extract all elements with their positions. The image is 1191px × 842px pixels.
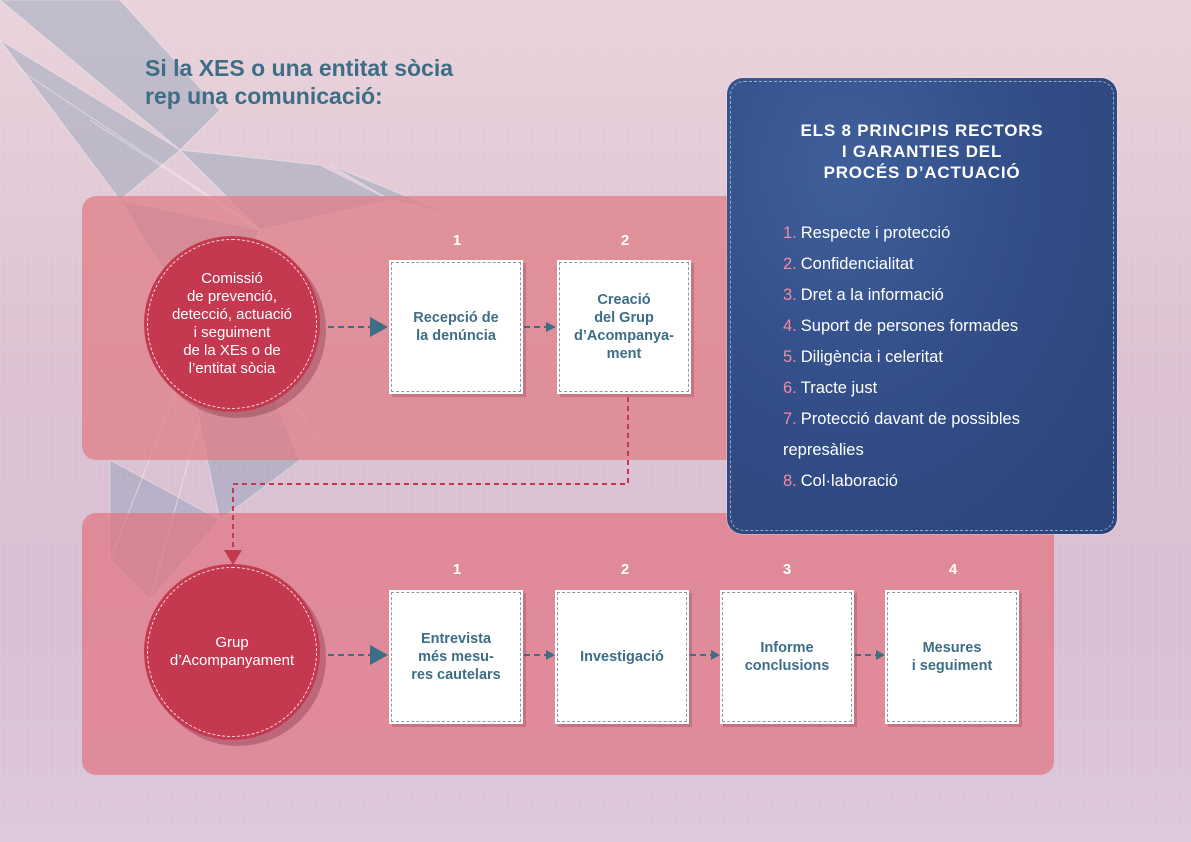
top-step-1-box: Recepció de la denúncia: [389, 260, 523, 394]
heading-line-1: Si la XES o una entitat sòcia: [145, 55, 454, 81]
top-step-2-box: Creació del Grup d’Acompanya- ment: [557, 260, 691, 394]
principles-title: ELS 8 PRINCIPIS RECTORS I GARANTIES DEL …: [727, 120, 1117, 183]
principle-item: 4.Suport de persones formades: [783, 311, 1103, 342]
principles-title-line-2: I GARANTIES DEL: [841, 142, 1003, 161]
bottom-step-1-line-3: res cautelars: [411, 667, 501, 683]
bottom-step-2-line-1: Investigació: [580, 649, 664, 665]
bottom-step-4-label: Mesures i seguiment: [893, 639, 1011, 675]
top-step-2-label: Creació del Grup d’Acompanya- ment: [565, 291, 683, 363]
principle-number: 5.: [783, 348, 797, 366]
bottom-step-3-box: Informe conclusions: [720, 590, 854, 724]
commission-line-1: Comissió: [201, 270, 263, 287]
bottom-step-3-label: Informe conclusions: [728, 639, 846, 675]
commission-label: Comissió de prevenció, detecció, actuaci…: [157, 270, 307, 378]
bottom-step-3-number: 3: [782, 561, 792, 578]
commission-line-3: detecció, actuació: [171, 306, 293, 323]
bottom-step-4-line-2: i seguiment: [911, 658, 993, 674]
commission-line-6: l’entitat sòcia: [188, 360, 276, 377]
bottom-step-1-line-1: Entrevista: [420, 631, 492, 647]
principle-item: 7.Protecció davant de possibles represàl…: [783, 404, 1103, 466]
principle-text: Tracte just: [800, 379, 878, 397]
page-heading: Si la XES o una entitat sòcia rep una co…: [145, 54, 565, 110]
top-step-2-line-1: Creació: [597, 292, 651, 308]
support-group-line-2: d’Acompanyament: [169, 652, 295, 669]
principle-text: Protecció davant de possibles represàlie…: [783, 410, 1020, 459]
top-step-2-line-4: ment: [606, 346, 642, 362]
bottom-step-4-box: Mesures i seguiment: [885, 590, 1019, 724]
principle-text: Diligència i celeritat: [800, 348, 943, 366]
bottom-step-2-label: Investigació: [563, 648, 681, 666]
principle-item: 6.Tracte just: [783, 373, 1103, 404]
principle-number: 8.: [783, 472, 797, 490]
principles-list: 1.Respecte i protecció 2.Confidencialita…: [783, 218, 1103, 497]
principle-number: 2.: [783, 255, 797, 273]
principle-text: Suport de persones formades: [800, 317, 1019, 335]
principle-text: Dret a la informació: [800, 286, 944, 304]
top-step-1-line-2: la denúncia: [416, 328, 496, 344]
top-step-1-line-1: Recepció de: [413, 310, 499, 326]
principle-number: 6.: [783, 379, 797, 397]
bottom-step-4-number: 4: [948, 561, 958, 578]
principle-number: 3.: [783, 286, 797, 304]
bottom-step-3-line-2: conclusions: [744, 658, 830, 674]
commission-line-4: i seguiment: [193, 324, 271, 341]
bottom-step-3-line-1: Informe: [760, 640, 814, 656]
bottom-step-1-line-2: més mesu-: [418, 649, 494, 665]
bottom-step-2-number: 2: [620, 561, 630, 578]
support-group-label: Grup d’Acompanyament: [157, 634, 307, 670]
principle-text: Col·laboració: [800, 472, 898, 490]
top-step-2-number: 2: [620, 232, 630, 249]
top-step-1-label: Recepció de la denúncia: [397, 309, 515, 345]
principles-title-line-3: PROCÉS D’ACTUACIÓ: [823, 163, 1021, 182]
commission-line-5: de la XEs o de: [183, 342, 281, 359]
principle-text: Respecte i protecció: [800, 224, 951, 242]
commission-line-2: de prevenció,: [186, 288, 278, 305]
principle-number: 1.: [783, 224, 797, 242]
principle-text: Confidencialitat: [800, 255, 914, 273]
top-step-2-line-2: del Grup: [594, 310, 654, 326]
principle-number: 7.: [783, 410, 797, 428]
top-step-2-line-3: d’Acompanya-: [574, 328, 674, 344]
principle-item: 8.Col·laboració: [783, 466, 1103, 497]
principles-panel: ELS 8 PRINCIPIS RECTORS I GARANTIES DEL …: [727, 78, 1117, 534]
principle-number: 4.: [783, 317, 797, 335]
bottom-step-2-box: Investigació: [555, 590, 689, 724]
principles-title-line-1: ELS 8 PRINCIPIS RECTORS: [800, 121, 1044, 140]
support-group-line-1: Grup: [215, 634, 249, 651]
bottom-step-1-number: 1: [452, 561, 462, 578]
bottom-step-1-box: Entrevista més mesu- res cautelars: [389, 590, 523, 724]
heading-line-2: rep una comunicació:: [145, 83, 383, 109]
top-step-1-number: 1: [452, 232, 462, 249]
bottom-step-1-label: Entrevista més mesu- res cautelars: [397, 630, 515, 684]
support-group-circle: Grup d’Acompanyament: [144, 564, 320, 740]
principle-item: 3.Dret a la informació: [783, 280, 1103, 311]
principle-item: 5.Diligència i celeritat: [783, 342, 1103, 373]
principle-item: 2.Confidencialitat: [783, 249, 1103, 280]
commission-circle: Comissió de prevenció, detecció, actuaci…: [144, 236, 320, 412]
bottom-step-4-line-1: Mesures: [922, 640, 982, 656]
principle-item: 1.Respecte i protecció: [783, 218, 1103, 249]
